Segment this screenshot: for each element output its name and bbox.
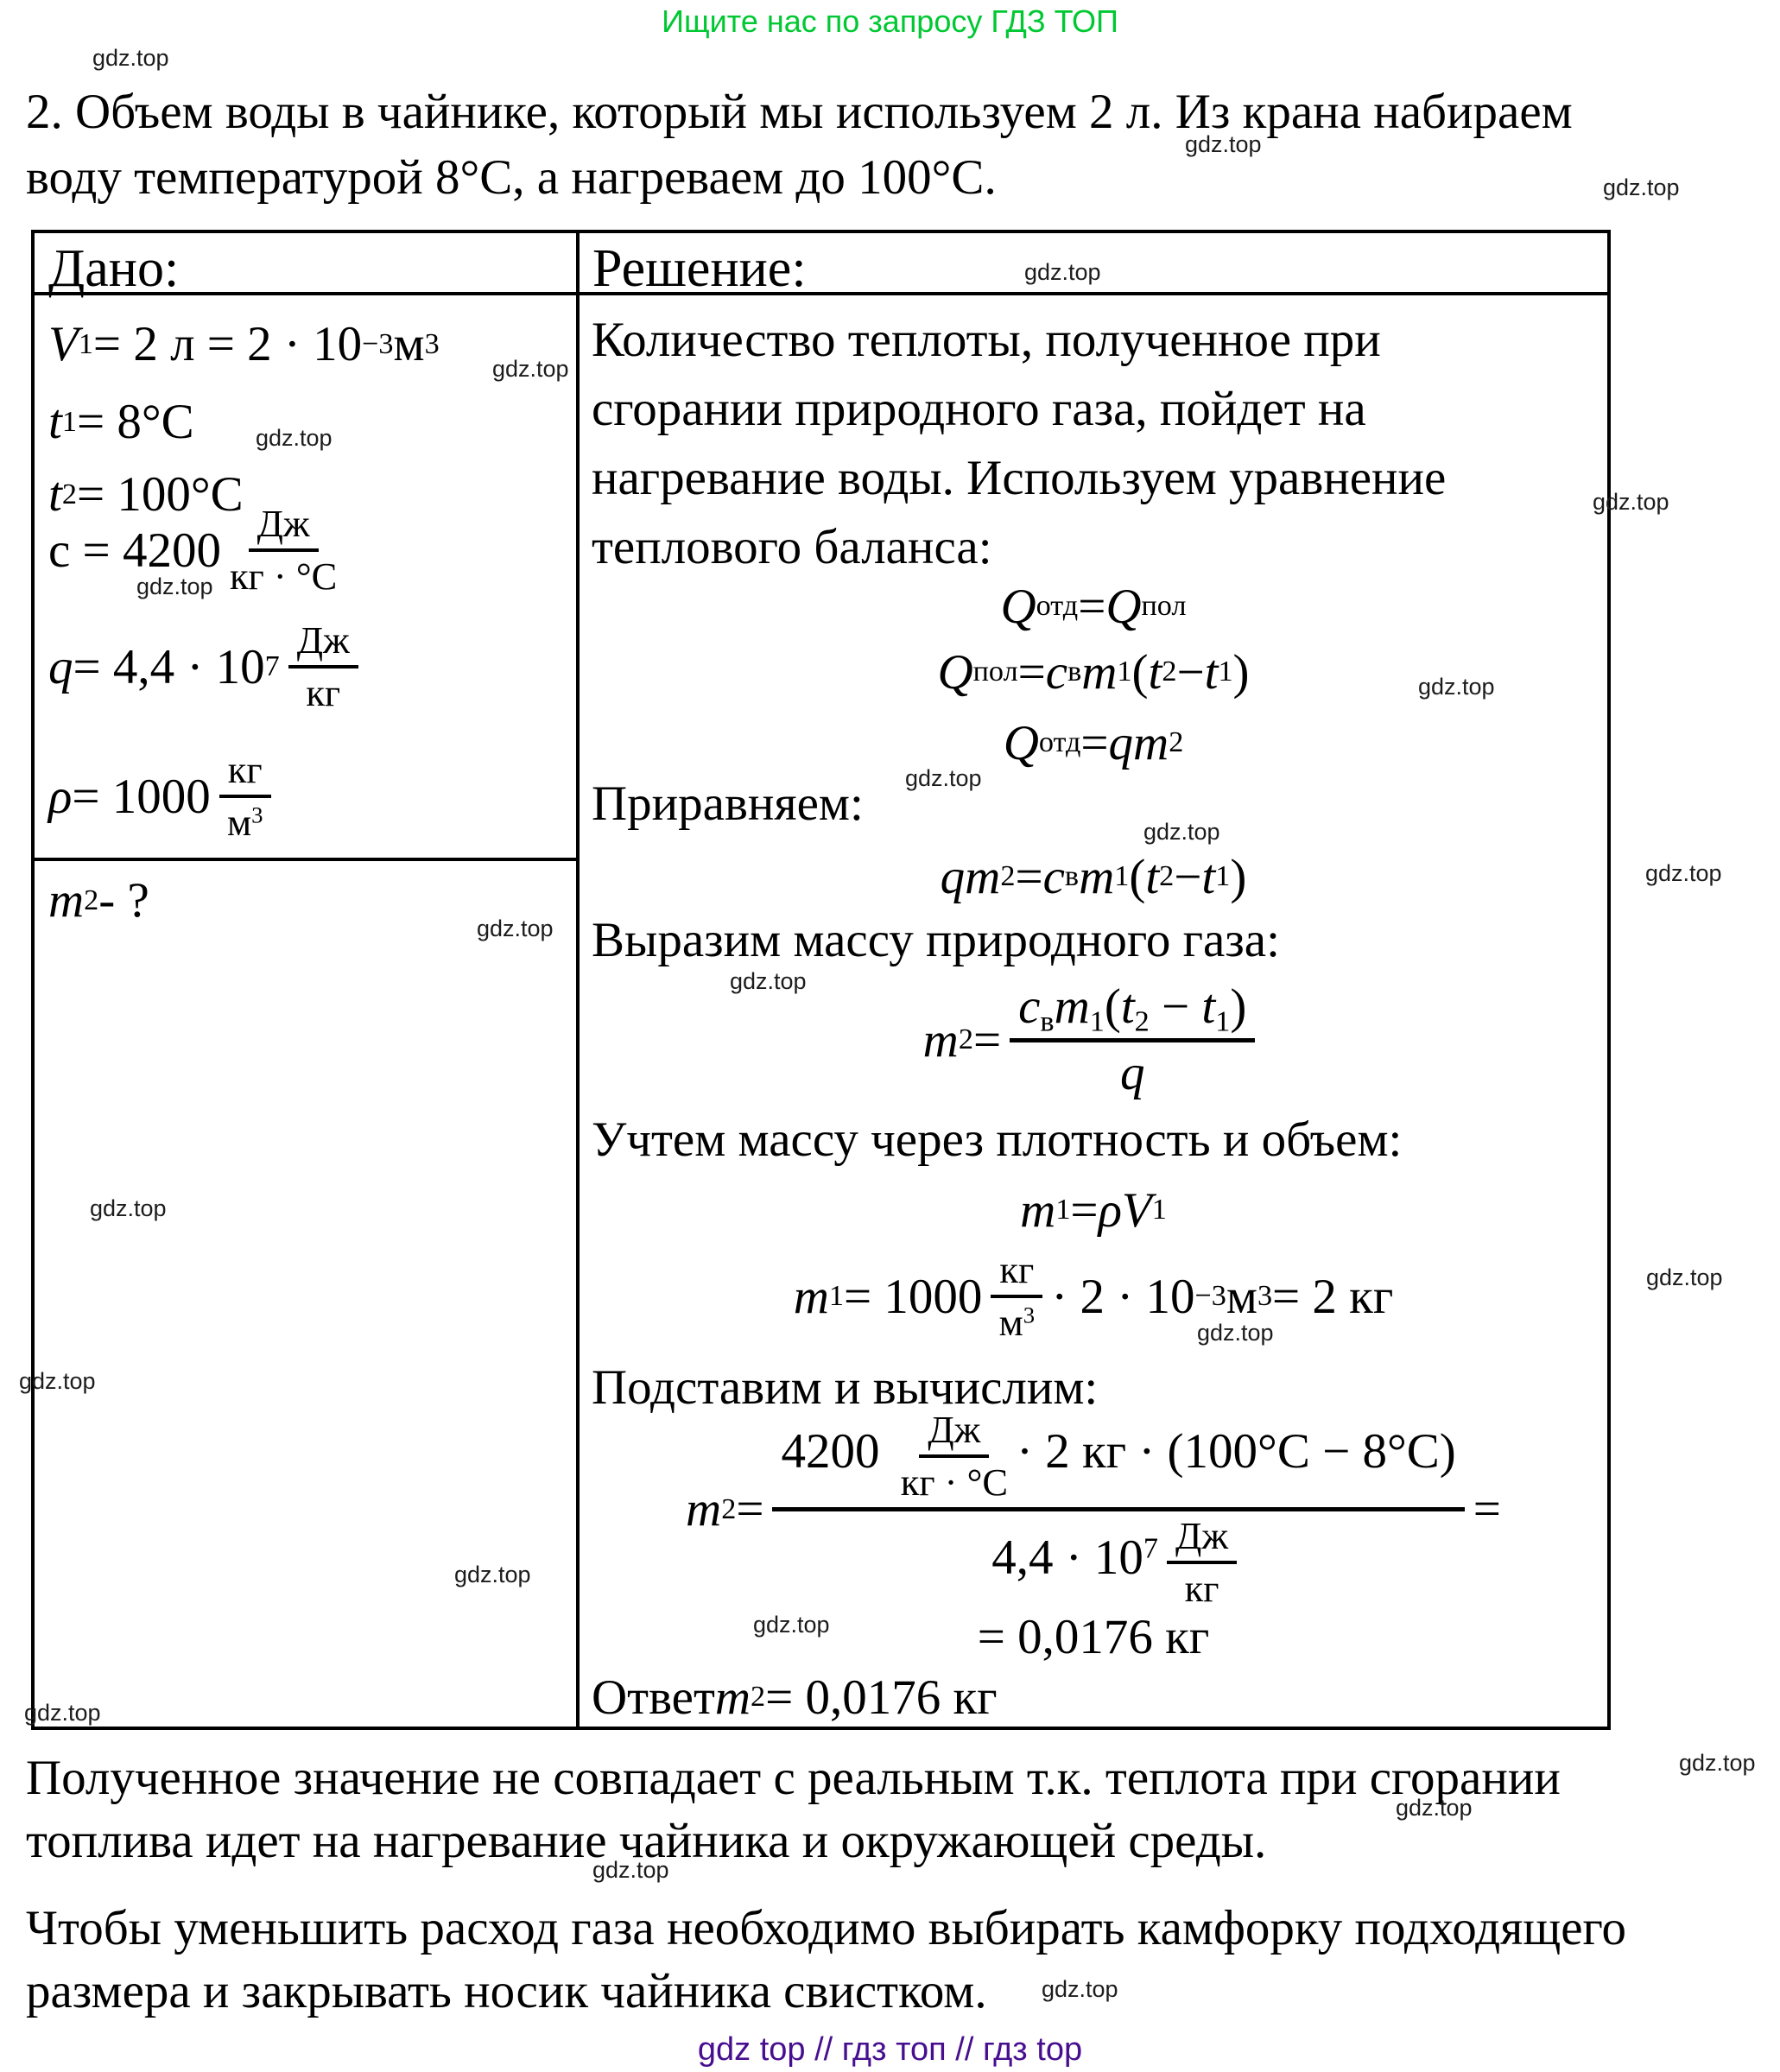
watermark: gdz.top (454, 1562, 531, 1587)
note-advice: Чтобы уменьшить расход газа необходимо в… (26, 1897, 1626, 2023)
watermark: gdz.top (1645, 860, 1722, 886)
watermark: gdz.top (477, 916, 554, 941)
watermark: gdz.top (19, 1368, 96, 1394)
watermark: gdz.top (90, 1195, 167, 1221)
watermark: gdz.top (492, 356, 569, 382)
watermark: gdz.top (1396, 1795, 1473, 1821)
header-row-divider (35, 292, 1607, 295)
promo-banner: Ищите нас по запросу ГДЗ ТОП (662, 3, 1118, 39)
label-equate: Приравняем: (592, 776, 864, 831)
problem-line-1: 2. Объем воды в чайнике, который мы испо… (26, 85, 1573, 139)
solution-header: Решение: (592, 239, 807, 298)
watermark: gdz.top (1143, 819, 1220, 845)
watermark: gdz.top (24, 1700, 101, 1726)
equation-result: = 0,0176 кг (977, 1609, 1210, 1664)
problem-line-2: воду температурой 8°С, а нагреваем до 10… (26, 150, 997, 205)
watermark: gdz.top (905, 765, 982, 791)
note-line: размера и закрывать носик чайника свистк… (26, 1964, 987, 2018)
solution-intro-line: Количество теплоты, полученное при (592, 313, 1381, 367)
note-line: топлива идет на нагревание чайника и окр… (26, 1814, 1267, 1868)
solution-intro-line: нагревание воды. Используем уравнение (592, 451, 1447, 505)
label-compute: Подставим и вычислим: (592, 1360, 1099, 1415)
label-density-volume: Учтем массу через плотность и объем: (592, 1112, 1403, 1167)
watermark: gdz.top (1185, 131, 1262, 157)
watermark: gdz.top (1042, 1976, 1118, 2002)
watermark: gdz.top (1593, 489, 1669, 515)
label-express-mass: Выразим массу природного газа: (592, 913, 1280, 967)
watermark: gdz.top (256, 425, 333, 451)
note-real-value: Полученное значение не совпадает с реаль… (26, 1746, 1561, 1872)
solution-intro-line: теплового баланса: (592, 520, 992, 574)
given-header: Дано: (48, 239, 180, 298)
watermark: gdz.top (730, 968, 807, 994)
watermark: gdz.top (92, 45, 169, 71)
watermark: gdz.top (753, 1612, 830, 1638)
solution-intro-line: сгорании природного газа, пойдет на (592, 382, 1366, 436)
fraction: cвm1(t2 − t1)q (1010, 979, 1256, 1101)
watermark: gdz.top (1024, 259, 1101, 285)
watermark: gdz.top (1418, 674, 1495, 700)
watermark: gdz.top (1197, 1320, 1274, 1346)
watermark: gdz.top (1679, 1750, 1756, 1776)
solution-intro: Количество теплоты, полученное при сгора… (592, 306, 1446, 582)
note-line: Полученное значение не совпадает с реаль… (26, 1751, 1561, 1805)
column-divider (576, 233, 580, 1727)
watermark: gdz.top (136, 573, 213, 599)
note-line: Чтобы уменьшить расход газа необходимо в… (26, 1901, 1626, 1955)
watermark: gdz.top (1603, 174, 1680, 200)
watermark: gdz.top (592, 1857, 669, 1883)
watermark: gdz.top (1646, 1264, 1723, 1290)
problem-statement: 2. Объем воды в чайнике, который мы испо… (26, 79, 1573, 211)
site-footer: gdz top // гдз топ // гдз top (697, 2031, 1083, 2068)
given-question-divider (35, 858, 580, 861)
